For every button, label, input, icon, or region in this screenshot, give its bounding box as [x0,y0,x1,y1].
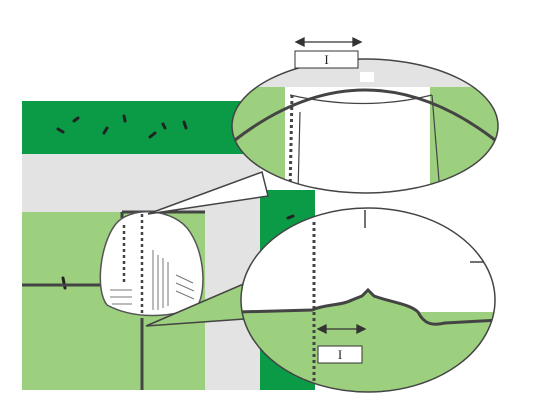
top-callout: I [231,36,499,194]
bottom-dimension-label: I [338,347,342,362]
dark-green-strip [22,101,260,154]
bottom-dimension-arrow [316,323,367,335]
grass-marks [56,114,295,290]
bottom-dimension-box [317,345,363,364]
top-dimension-box [294,50,359,69]
robot-mower [99,211,204,317]
top-dimension-arrow [294,36,363,48]
top-callout-pointer [147,171,269,215]
top-dimension-label: I [324,52,328,67]
